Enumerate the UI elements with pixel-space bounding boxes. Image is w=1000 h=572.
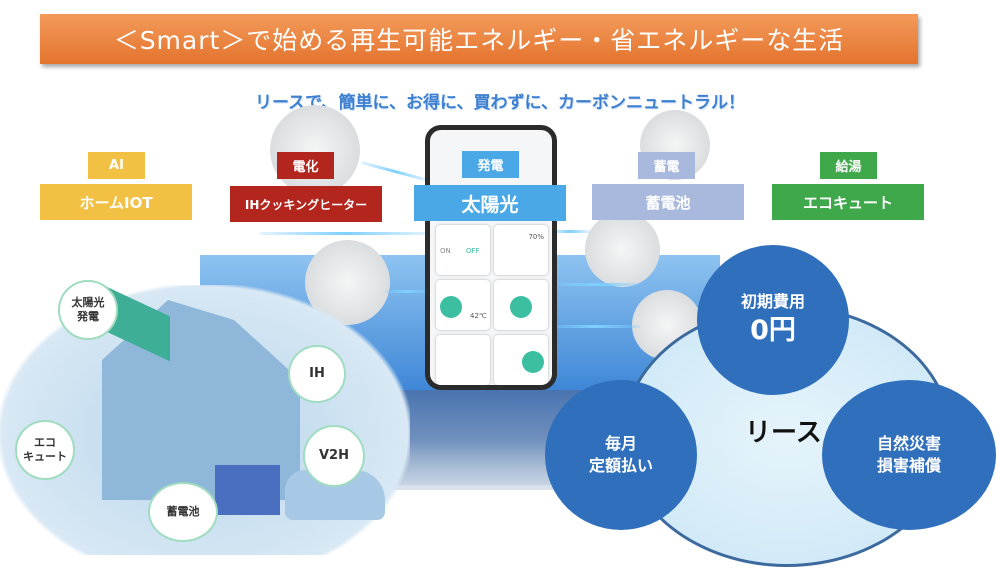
curtain-photo (585, 212, 660, 287)
tag-kyuto: 給湯 (820, 152, 877, 179)
circle-disaster-coverage: 自然災害損害補償 (822, 380, 996, 530)
tag-hatsuden: 発電 (462, 151, 519, 178)
tag-chikuden: 蓄電 (638, 152, 695, 179)
curtain-tile[interactable]: 70% (494, 225, 548, 275)
circle-battery: 蓄電池 (148, 482, 218, 542)
shutter-tile[interactable] (494, 335, 548, 385)
connector-line (360, 160, 430, 183)
connector-line (550, 325, 640, 328)
camera-tile[interactable] (436, 335, 490, 385)
battery-unit (215, 465, 280, 515)
connector-line (550, 230, 590, 233)
circle-ecocute: エコ キュート (15, 420, 75, 480)
circle-monthly-fixed: 毎月定額払い (545, 380, 697, 530)
circle-solar: 太陽光 発電 (58, 280, 118, 340)
aircon-photo (270, 105, 360, 195)
label-home-iot: ホームIOT (40, 184, 192, 220)
connector-line (550, 283, 640, 286)
water-heater-tile[interactable]: 42℃ (436, 280, 490, 330)
subtitle: リースで、簡単に、お得に、買わずに、カーボンニュートラル！ (255, 93, 745, 113)
connector-line (260, 232, 430, 235)
smart-lock-tile[interactable] (494, 280, 548, 330)
light-tile[interactable]: ON OFF (436, 225, 490, 275)
label-ih-cooking-heater: IHクッキングヒーター (230, 186, 382, 222)
label-storage-battery: 蓄電池 (592, 184, 744, 220)
lease-label: リース (745, 418, 822, 448)
label-ecocute: エコキュート (772, 184, 924, 220)
tag-ai: AI (88, 152, 145, 179)
circle-ih: IH (288, 345, 346, 403)
title-banner: ＜Smart＞で始める再生可能エネルギー・省エネルギーな生活 (40, 14, 918, 64)
tag-denka: 電化 (277, 152, 334, 179)
circle-v2h: V2H (303, 425, 365, 487)
smartphone-app: ON OFF 70% 42℃ (425, 125, 557, 390)
label-solar: 太陽光 (414, 185, 566, 221)
